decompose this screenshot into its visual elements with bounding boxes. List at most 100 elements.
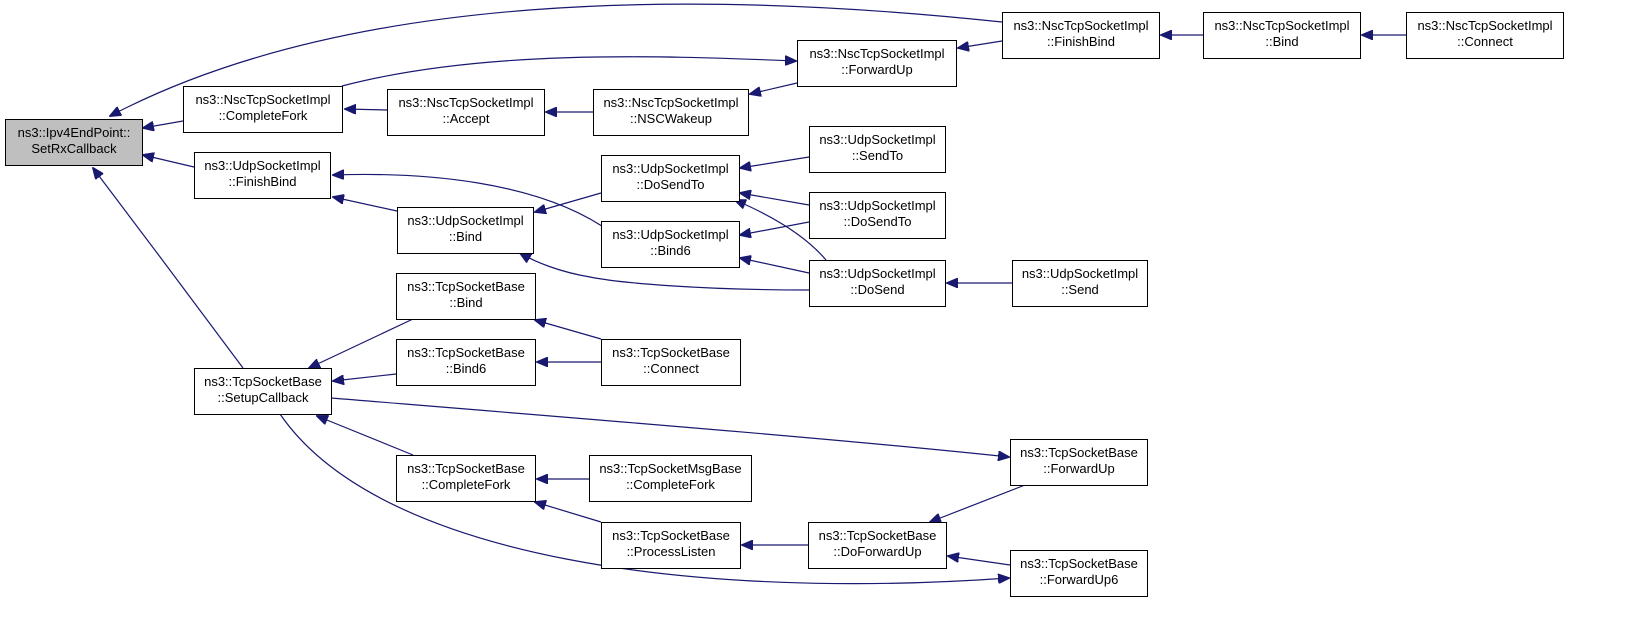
node-box[interactable] <box>183 86 343 133</box>
node-nsc_connect[interactable]: ns3::NscTcpSocketImpl::Connect <box>1406 12 1564 59</box>
node-label-line: ::DoSendTo <box>844 214 912 229</box>
node-label-line: ns3::NscTcpSocketImpl <box>1214 18 1349 33</box>
node-nsc_nscwakeup[interactable]: ns3::NscTcpSocketImpl::NSCWakeup <box>593 89 749 136</box>
node-label-line: SetRxCallback <box>31 141 117 156</box>
edge-udp_dosendto_mid-to-udp_bind <box>535 192 602 212</box>
edge-nsc_finishbind-to-nsc_forwardup <box>958 40 1003 48</box>
node-label-line: ::CompleteFork <box>626 477 715 492</box>
node-label-line: ::Bind6 <box>446 361 486 376</box>
node-nsc_bind[interactable]: ns3::NscTcpSocketImpl::Bind <box>1203 12 1361 59</box>
node-box[interactable] <box>1012 260 1148 307</box>
node-label-line: ns3::UdpSocketImpl <box>819 132 935 147</box>
node-label-line: ns3::TcpSocketBase <box>204 374 322 389</box>
edge-tcp_forwardup6-to-tcp_doforwardup <box>948 556 1011 566</box>
node-label-line: ns3::UdpSocketImpl <box>407 213 523 228</box>
node-label-line: ::SetupCallback <box>217 390 309 405</box>
node-label-line: ns3::TcpSocketBase <box>1020 556 1138 571</box>
node-tcp_completefork[interactable]: ns3::TcpSocketBase::CompleteFork <box>396 455 536 502</box>
edge-nsc_completefork-to-root <box>143 120 184 128</box>
node-label-line: ns3::NscTcpSocketImpl <box>398 95 533 110</box>
node-label-line: ::Bind <box>449 295 482 310</box>
node-nsc_accept[interactable]: ns3::NscTcpSocketImpl::Accept <box>387 89 545 136</box>
node-box[interactable] <box>397 207 534 254</box>
node-box[interactable] <box>809 260 946 307</box>
node-box[interactable] <box>589 455 752 502</box>
node-tcp_forwardup[interactable]: ns3::TcpSocketBase::ForwardUp <box>1010 439 1148 486</box>
node-box[interactable] <box>809 126 946 173</box>
node-udp_bind[interactable]: ns3::UdpSocketImpl::Bind <box>397 207 534 254</box>
edge-tcp_bind-to-tcp_setupcallback <box>309 318 414 368</box>
node-box[interactable] <box>1002 12 1160 59</box>
node-box[interactable] <box>601 221 740 268</box>
node-udp_sendto[interactable]: ns3::UdpSocketImpl::SendTo <box>809 126 946 173</box>
node-label-line: ns3::TcpSocketBase <box>612 528 730 543</box>
node-box[interactable] <box>797 40 957 87</box>
edge-udp_bind-to-udp_finishbind <box>333 197 398 212</box>
node-box[interactable] <box>809 192 946 239</box>
node-label-line: ::ForwardUp <box>841 62 913 77</box>
edge-nsc_completefork-to-nsc_forwardup <box>341 57 796 87</box>
node-label-line: ns3::TcpSocketBase <box>407 345 525 360</box>
node-tcp_doforwardup[interactable]: ns3::TcpSocketBase::DoForwardUp <box>808 522 947 569</box>
edge-nsc_forwardup-to-nsc_nscwakeup <box>750 82 798 94</box>
node-tcp_bind[interactable]: ns3::TcpSocketBase::Bind <box>396 273 536 320</box>
node-tcp_bind6[interactable]: ns3::TcpSocketBase::Bind6 <box>396 339 536 386</box>
node-nsc_finishbind[interactable]: ns3::NscTcpSocketImpl::FinishBind <box>1002 12 1160 59</box>
node-nsc_forwardup[interactable]: ns3::NscTcpSocketImpl::ForwardUp <box>797 40 957 87</box>
node-box[interactable] <box>601 522 741 569</box>
node-box[interactable] <box>1010 550 1148 597</box>
node-udp_send[interactable]: ns3::UdpSocketImpl::Send <box>1012 260 1148 307</box>
edge-udp_dosend-to-udp_bind6 <box>740 258 810 274</box>
edge-tcp_bind6-to-tcp_setupcallback <box>333 373 397 381</box>
node-udp_dosendto_right[interactable]: ns3::UdpSocketImpl::DoSendTo <box>809 192 946 239</box>
node-label-line: ::Send <box>1061 282 1099 297</box>
node-tcpmsg_completefork[interactable]: ns3::TcpSocketMsgBase::CompleteFork <box>589 455 752 502</box>
node-box[interactable] <box>1406 12 1564 59</box>
edge-tcp_processlisten-to-tcp_completefork <box>535 502 602 523</box>
node-label-line: ::FinishBind <box>1047 34 1115 49</box>
node-label-line: ::Accept <box>443 111 490 126</box>
node-label-line: ns3::UdpSocketImpl <box>819 198 935 213</box>
node-tcp_connect[interactable]: ns3::TcpSocketBase::Connect <box>601 339 741 386</box>
node-box[interactable] <box>396 273 536 320</box>
node-tcp_processlisten[interactable]: ns3::TcpSocketBase::ProcessListen <box>601 522 741 569</box>
node-box[interactable] <box>1203 12 1361 59</box>
node-box[interactable] <box>396 455 536 502</box>
node-label-line: ns3::TcpSocketBase <box>612 345 730 360</box>
node-box[interactable] <box>5 119 143 166</box>
edge-nsc_finishbind-to-root <box>110 3 1003 116</box>
node-nsc_completefork[interactable]: ns3::NscTcpSocketImpl::CompleteFork <box>183 86 343 133</box>
node-box[interactable] <box>601 339 741 386</box>
node-root[interactable]: ns3::Ipv4EndPoint::SetRxCallback <box>5 119 143 166</box>
edge-tcp_setupcallback-to-tcp_forwardup <box>330 397 1009 457</box>
node-label-line: ::DoForwardUp <box>833 544 921 559</box>
node-box[interactable] <box>396 339 536 386</box>
node-label-line: ns3::NscTcpSocketImpl <box>1417 18 1552 33</box>
node-label-line: ::DoSend <box>850 282 904 297</box>
node-label-line: ns3::UdpSocketImpl <box>819 266 935 281</box>
edge-tcp_connect-to-tcp_bind <box>535 320 602 340</box>
node-box[interactable] <box>808 522 947 569</box>
node-label-line: ns3::UdpSocketImpl <box>1022 266 1138 281</box>
node-box[interactable] <box>387 89 545 136</box>
node-box[interactable] <box>1010 439 1148 486</box>
node-label-line: ::DoSendTo <box>637 177 705 192</box>
node-box[interactable] <box>194 152 331 199</box>
node-box[interactable] <box>194 368 332 415</box>
node-tcp_forwardup6[interactable]: ns3::TcpSocketBase::ForwardUp6 <box>1010 550 1148 597</box>
node-udp_finishbind[interactable]: ns3::UdpSocketImpl::FinishBind <box>194 152 331 199</box>
node-box[interactable] <box>601 155 740 202</box>
edge-udp_sendto-to-udp_dosendto_mid <box>740 156 810 168</box>
node-label-line: ns3::TcpSocketBase <box>1020 445 1138 460</box>
node-label-line: ns3::UdpSocketImpl <box>612 161 728 176</box>
node-box[interactable] <box>593 89 749 136</box>
node-label-line: ::Connect <box>1457 34 1513 49</box>
node-udp_dosendto_mid[interactable]: ns3::UdpSocketImpl::DoSendTo <box>601 155 740 202</box>
node-udp_dosend[interactable]: ns3::UdpSocketImpl::DoSend <box>809 260 946 307</box>
edge-udp_finishbind-to-root <box>143 155 195 168</box>
node-tcp_setupcallback[interactable]: ns3::TcpSocketBase::SetupCallback <box>194 368 332 415</box>
node-label-line: ns3::NscTcpSocketImpl <box>195 92 330 107</box>
node-udp_bind6[interactable]: ns3::UdpSocketImpl::Bind6 <box>601 221 740 268</box>
node-label-line: ns3::UdpSocketImpl <box>204 158 320 173</box>
